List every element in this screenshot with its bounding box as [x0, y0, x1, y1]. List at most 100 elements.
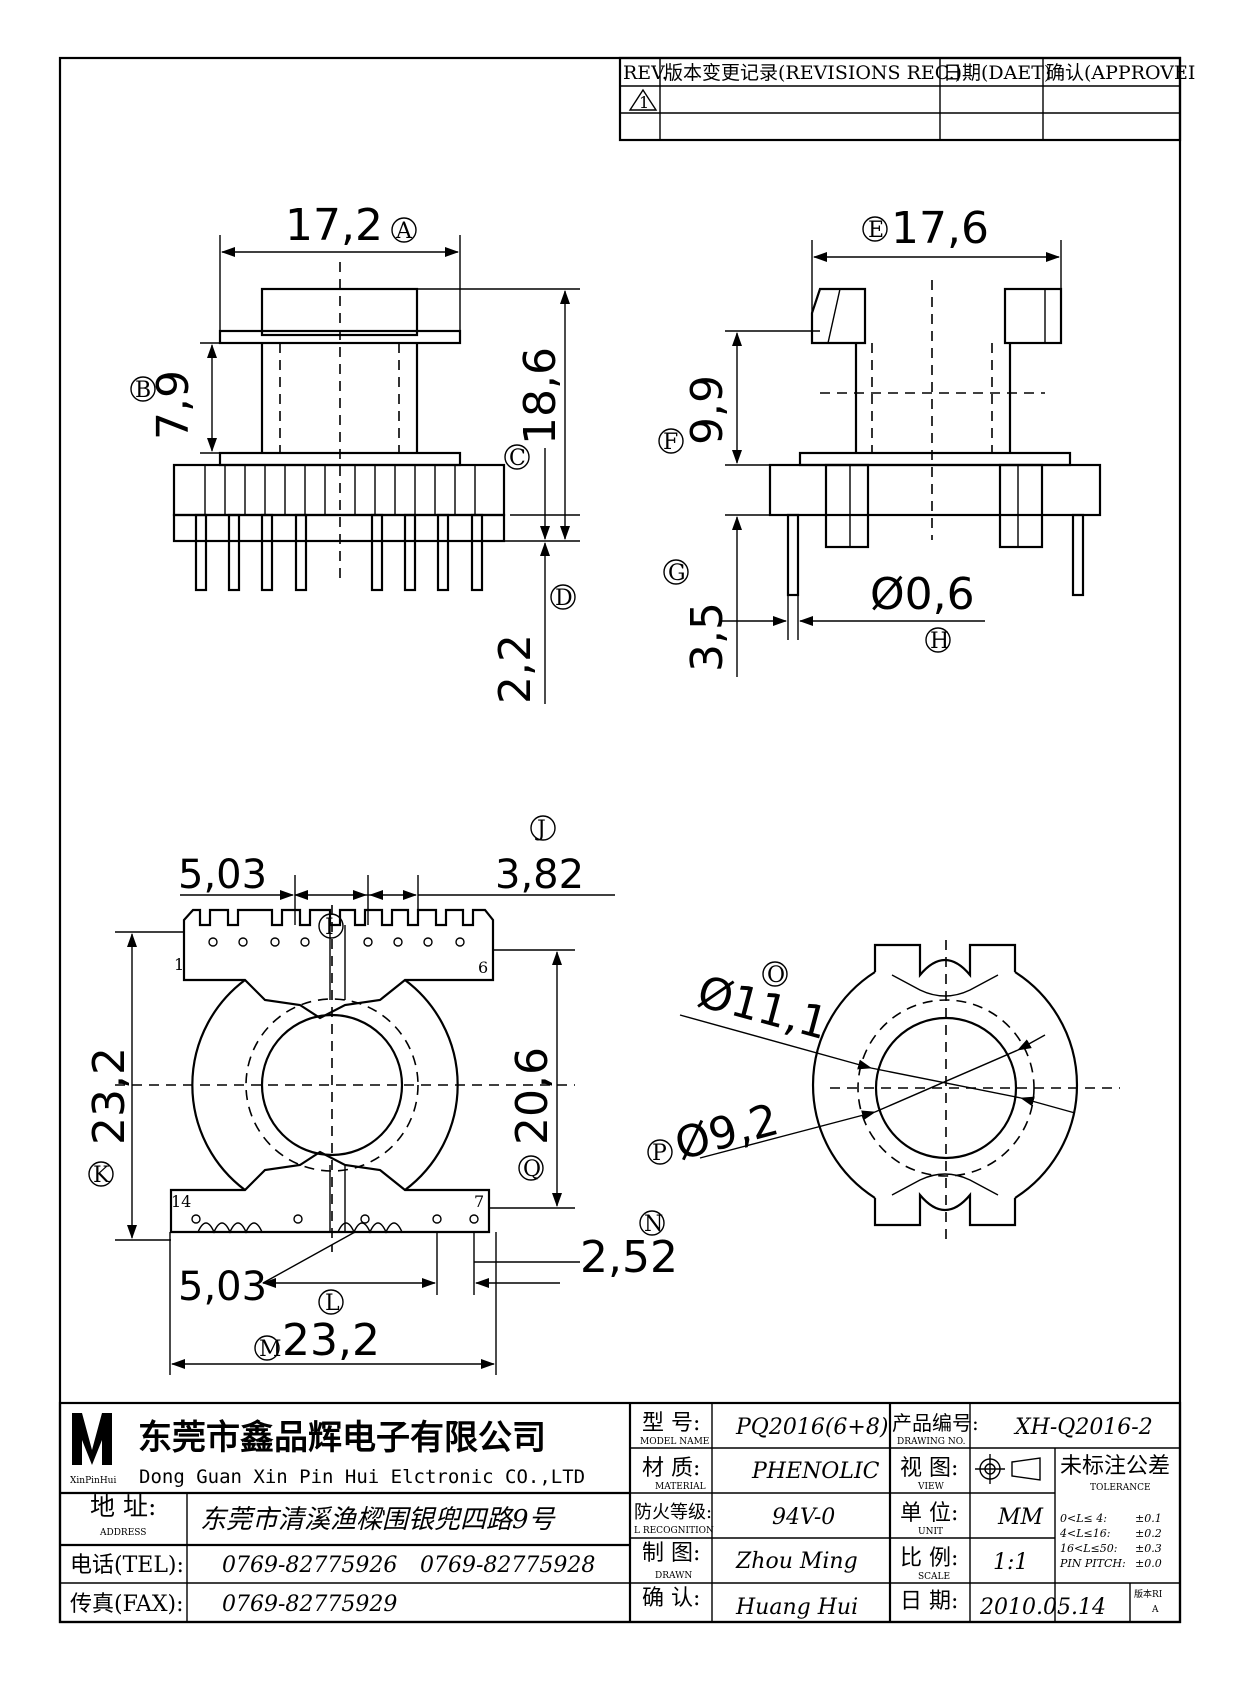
front-width-tag: A	[395, 219, 413, 244]
front-pin-length-dim: 2,2	[490, 634, 541, 704]
company-name-en: Dong Guan Xin Pin Hui Elctronic CO.,LTD	[139, 1466, 585, 1488]
bottom-pitch-bottom-dim: 5,03	[178, 1264, 267, 1310]
confirm-label: 确 认:	[642, 1586, 700, 1611]
unit-value: MM	[997, 1505, 1044, 1530]
rev-header: REV.	[623, 62, 668, 84]
drawing-no-label-en: DRAWING NO.	[897, 1437, 966, 1447]
tol-range-0: 0<L≤ 4:	[1060, 1512, 1107, 1525]
bottom-height-tag: K	[93, 1163, 110, 1188]
address-label: 地 址:	[90, 1492, 156, 1521]
pin-14-label: 14	[171, 1192, 191, 1211]
pin-1-label: 1	[174, 955, 184, 974]
tolerance-title: 未标注公差	[1060, 1454, 1170, 1479]
tel-2: 0769-82775928	[420, 1553, 595, 1578]
address-label-en: ADDRESS	[99, 1528, 146, 1538]
front-width-dim: 17,2	[285, 200, 383, 251]
drawn-label-en: DRAWN	[655, 1571, 692, 1581]
model-label-en: MODEL NAME	[640, 1437, 709, 1447]
model-label: 型 号:	[642, 1411, 700, 1436]
scale-label: 比 例:	[900, 1546, 958, 1571]
material-label-en: MATERIAL	[655, 1482, 706, 1492]
front-total-height-dim: 18,6	[515, 347, 566, 445]
drawn-value: Zhou Ming	[735, 1549, 858, 1574]
top-inner-dia-tag: P	[652, 1141, 667, 1166]
fire-value: 94V-0	[772, 1505, 835, 1530]
company-name-cn: 东莞市鑫品辉电子有限公司	[138, 1418, 546, 1458]
front-pin-length-tag: D	[555, 586, 573, 611]
bottom-pitch-top-left-dim: 5,03	[178, 852, 267, 898]
tol-range-2: 16<L≤50:	[1060, 1542, 1117, 1555]
date-value: 2010.05.14	[979, 1595, 1106, 1620]
side-pin-dia-tag: H	[930, 629, 949, 654]
approve-header: 确认(APPROVEI	[1046, 62, 1195, 84]
fire-label: 防火等级:	[634, 1502, 712, 1523]
logo-text: XinPinHui	[70, 1476, 116, 1486]
top-inner-dia-dim: Ø9,2	[670, 1094, 784, 1170]
bottom-width-dim: 23,2	[282, 1315, 380, 1366]
bottom-pitch-top-right-dim: 3,82	[495, 852, 584, 898]
side-pin-length-tag: G	[668, 561, 686, 586]
tol-range-1: 4<L≤16:	[1059, 1527, 1110, 1540]
bottom-pitch-right-tag: J	[535, 817, 546, 842]
drawing-no-value: XH-Q2016-2	[1013, 1415, 1153, 1440]
view-label-en: VIEW	[917, 1482, 945, 1492]
top-view: Ø11,1 O Ø9,2 P	[647, 940, 1120, 1240]
bottom-gap-tag: N	[644, 1212, 663, 1237]
tol-value-3: ±0.0	[1135, 1557, 1162, 1570]
drawing-no-label: 产品编号:	[892, 1411, 979, 1435]
scale-label-en: SCALE	[918, 1572, 950, 1582]
tol-value-0: ±0.1	[1135, 1512, 1162, 1525]
tel-label: 电话(TEL):	[70, 1553, 184, 1578]
bottom-pin-holes	[191, 1214, 479, 1224]
revision-table: REV. 版本变更记录(REVISIONS REC.) 日期(DAET) 确认(…	[618, 56, 1195, 142]
address-value: 东莞市清溪渔樑围银兜四路9号	[200, 1505, 557, 1535]
sheet-border	[58, 56, 1182, 1624]
material-value: PHENOLIC	[751, 1459, 880, 1484]
revision-triangle-icon	[628, 88, 658, 111]
company-logo: XinPinHui	[70, 1413, 116, 1486]
side-view: E 17,6 9,9 F 3,5 G Ø0,6 H	[658, 203, 1102, 677]
top-outer-dia-tag: O	[767, 963, 785, 988]
tel-1: 0769-82775926	[222, 1553, 397, 1578]
scale-value: 1:1	[993, 1550, 1028, 1575]
drawn-label: 制 图:	[642, 1541, 700, 1566]
material-label: 材 质:	[642, 1456, 700, 1481]
bottom-width-tag: M	[259, 1337, 282, 1362]
side-pin-length-dim: 3,5	[682, 602, 733, 672]
front-flange-height-dim: 7,9	[148, 370, 199, 440]
bottom-gap-dim: 2,52	[580, 1232, 678, 1283]
projection-symbol-icon	[975, 1454, 1041, 1484]
front-pins	[194, 513, 484, 592]
side-height-dim: 9,9	[682, 375, 733, 445]
version-value: A	[1151, 1605, 1159, 1615]
fire-label-en: L RECOGNITION	[634, 1526, 714, 1536]
unit-label: 单 位:	[900, 1501, 958, 1526]
revision-mark: 1	[639, 93, 649, 112]
tol-value-1: ±0.2	[1135, 1527, 1162, 1540]
date-header: 日期(DAET)	[943, 62, 1051, 84]
side-height-tag: F	[663, 430, 678, 455]
bottom-height-dim: 23,2	[84, 1047, 135, 1145]
version-label: 版本RI	[1134, 1588, 1163, 1600]
side-width-tag: E	[868, 218, 884, 243]
side-pin-dia-dim: Ø0,6	[870, 569, 975, 620]
front-flange-height-tag: B	[135, 378, 151, 403]
tol-range-3: PIN PITCH:	[1059, 1557, 1126, 1570]
front-flange-slots	[204, 465, 476, 515]
bottom-inner-height-dim: 20,6	[507, 1047, 558, 1145]
bottom-inner-height-tag: Q	[523, 1157, 541, 1182]
tol-value-2: ±0.3	[1135, 1542, 1162, 1555]
title-block: XinPinHui 东莞市鑫品辉电子有限公司 Dong Guan Xin Pin…	[58, 1401, 1182, 1624]
tolerance-en: TOLERANCE	[1090, 1483, 1151, 1493]
bottom-view: 1 6 14 7 23,2 K 20,6 Q	[84, 815, 678, 1375]
bottom-pitch-top-tag: I	[325, 915, 334, 940]
confirm-value: Huang Hui	[735, 1595, 858, 1620]
view-label: 视 图:	[900, 1456, 958, 1481]
fax-label: 传真(FAX):	[70, 1592, 183, 1617]
fax-value: 0769-82775929	[222, 1592, 397, 1617]
front-total-height-tag: C	[509, 446, 526, 471]
date-label: 日 期:	[900, 1589, 958, 1614]
revision-record-header: 版本变更记录(REVISIONS REC.)	[664, 62, 962, 84]
unit-label-en: UNIT	[918, 1527, 943, 1537]
model-value: PQ2016(6+8)	[735, 1415, 888, 1440]
